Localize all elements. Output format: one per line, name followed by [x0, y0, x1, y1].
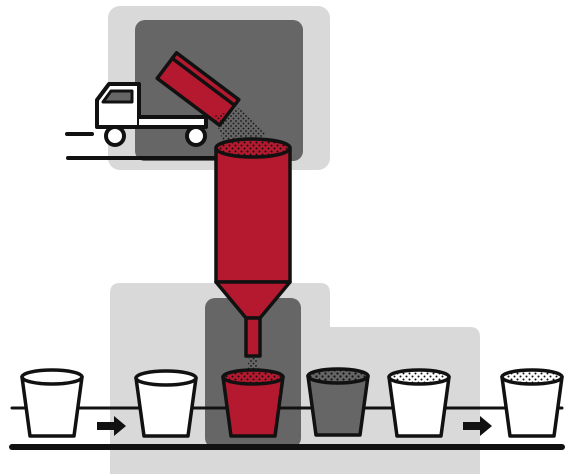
arrow-right-icon — [463, 416, 492, 436]
dispensing-nozzle — [244, 316, 262, 358]
empty-cup-1 — [20, 368, 84, 438]
container-lid-icon — [170, 51, 241, 108]
direction-arrows — [97, 416, 492, 436]
truck-chassis-icon — [137, 115, 208, 129]
powder-stream — [214, 108, 268, 150]
truck-rear-wheel-icon — [185, 125, 207, 147]
cups — [20, 367, 564, 438]
filled-cup-speckled-1 — [387, 368, 451, 438]
filled-cup-dark — [306, 367, 370, 437]
silo-body — [214, 146, 292, 284]
arrow-right-icon — [97, 416, 126, 436]
truck-front-wheel-icon — [104, 125, 126, 147]
delivery-truck — [65, 82, 220, 160]
truck-window-icon — [101, 89, 134, 104]
silo-opening — [214, 137, 292, 159]
conveyor-belt — [9, 406, 565, 450]
filled-cup-speckled-2 — [500, 368, 564, 438]
storage-silo — [214, 137, 292, 358]
empty-cup-2 — [134, 369, 198, 438]
tipping-container — [155, 51, 241, 128]
filling-cup — [221, 368, 285, 438]
